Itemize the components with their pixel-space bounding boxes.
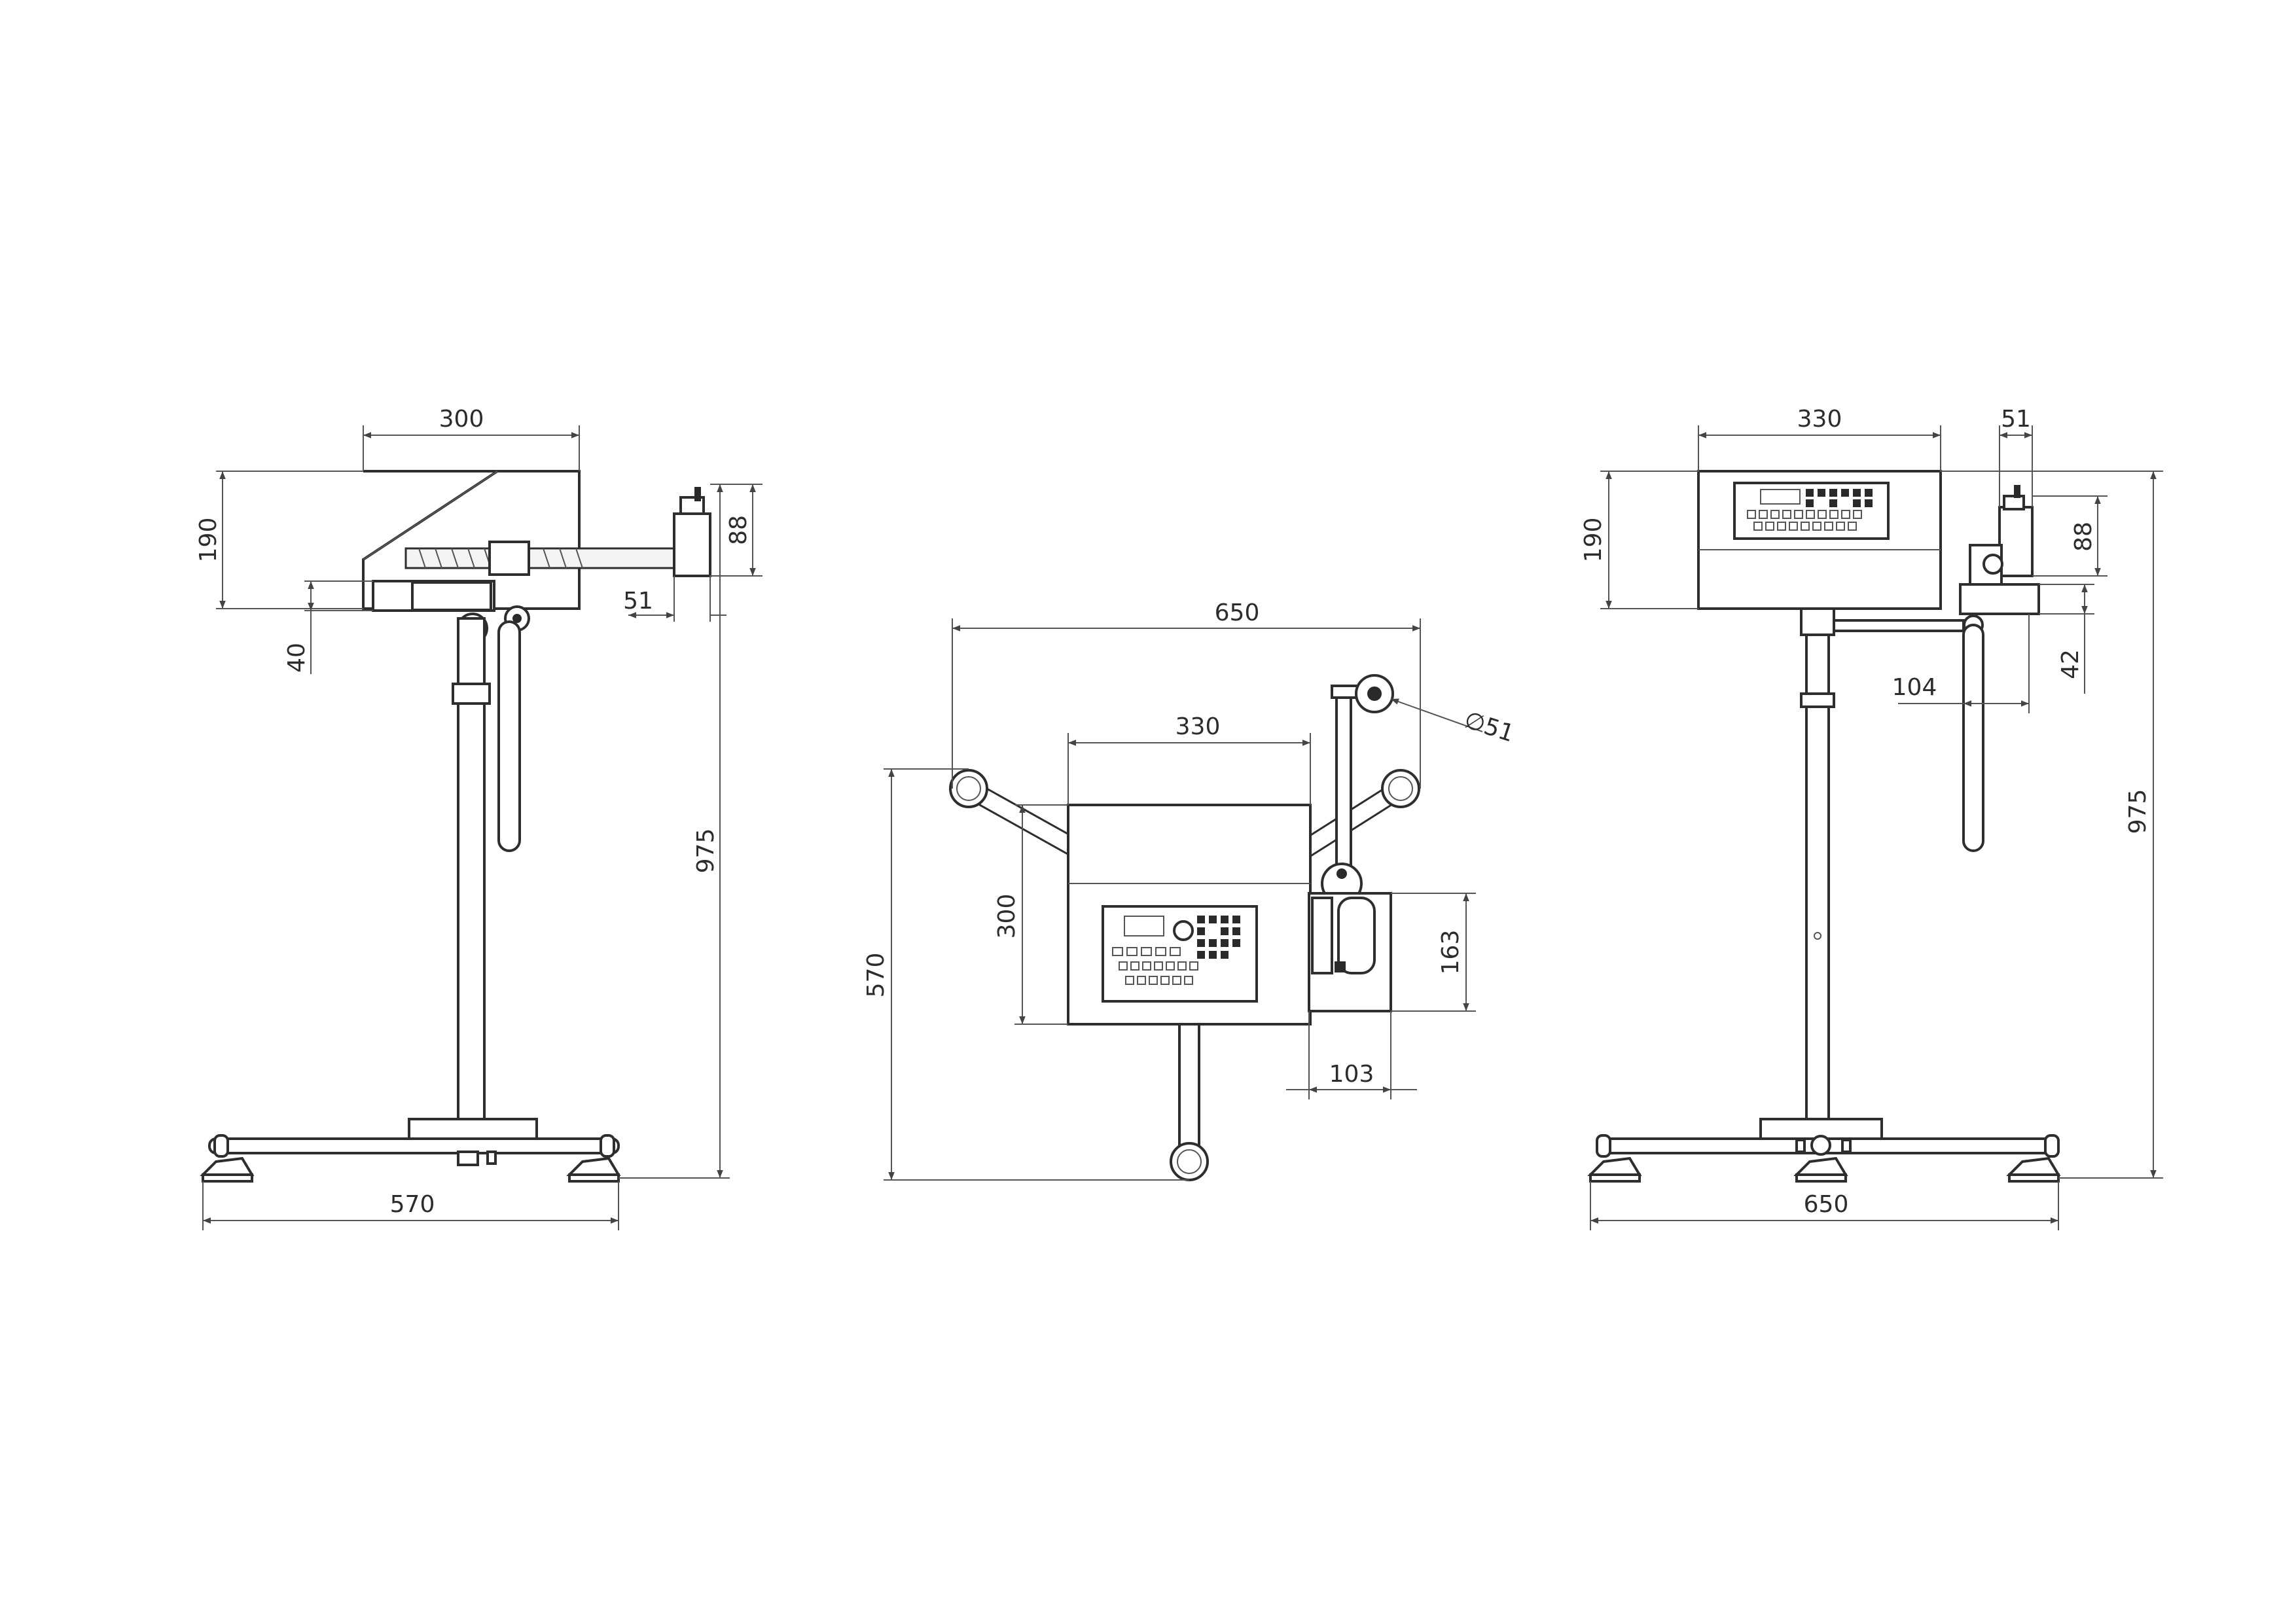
dim-bracket-height: 40 [283,643,310,673]
dim-front-sensor-offset: 51 [2001,406,2031,433]
dim-front-height-head: 190 [1580,518,1607,563]
dim-front-sensor-height: 88 [2070,522,2097,552]
dim-box-width: 103 [1329,1061,1374,1088]
dim-sensor-diameter: ∅51 [1461,707,1517,748]
front-view-right: 330 51 190 88 42 104 975 650 [1580,406,2163,1230]
dim-box-height: 163 [1437,930,1464,975]
dim-front-bracket-height: 42 [2057,649,2084,679]
dim-width-top: 300 [439,406,484,433]
top-view-center: 650 330 ∅51 570 300 163 103 [863,599,1517,1181]
dim-height-head: 190 [195,518,222,563]
dim-total-height: 975 [692,829,719,874]
dim-front-total-height: 975 [2125,789,2151,834]
dim-sensor-height: 88 [725,515,752,545]
dim-arm-offset: 51 [623,588,653,615]
dim-controller-width: 330 [1175,713,1221,740]
dim-controller-depth: 300 [994,894,1020,939]
dim-overall-depth: 570 [863,953,889,998]
side-view-left: 300 190 88 51 40 975 570 [195,406,762,1230]
dim-front-base-width: 650 [1804,1191,1849,1218]
dim-front-arm-offset: 104 [1892,674,1937,701]
dim-overall-width: 650 [1215,599,1260,626]
dim-front-controller-width: 330 [1797,406,1842,433]
dim-base-width: 570 [390,1191,435,1218]
